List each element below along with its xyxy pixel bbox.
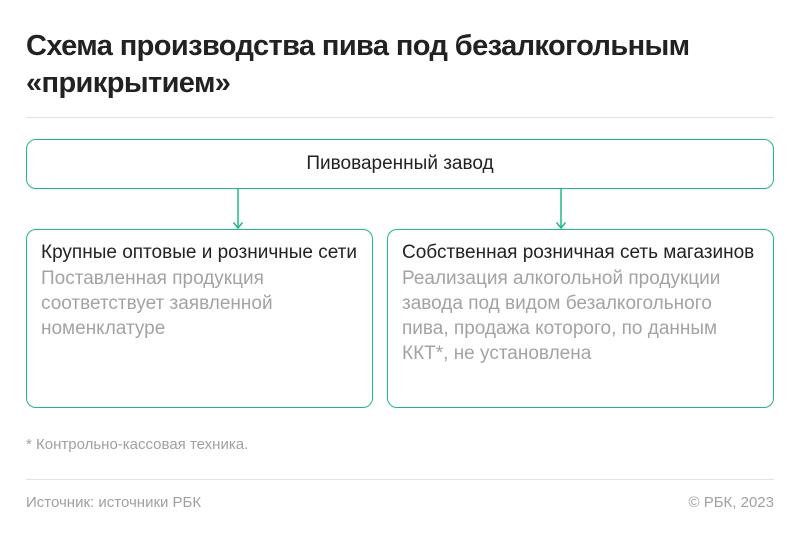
- arrow-down-icon: [232, 189, 244, 229]
- node-own-retail-network: Собственная розничная сеть магазинов Реа…: [387, 229, 774, 408]
- node-title: Крупные оптовые и розничные сети: [41, 242, 357, 263]
- divider-bottom: [26, 479, 774, 480]
- divider-top: [26, 117, 774, 118]
- copyright: © РБК, 2023: [688, 494, 774, 511]
- chart-title: Схема производства пива под безалкогольн…: [26, 30, 690, 99]
- source-note: Источник: источники РБК: [26, 494, 202, 511]
- footnote: * Контрольно-кассовая техника.: [26, 436, 249, 453]
- node-brewery: Пивоваренный завод: [26, 139, 774, 189]
- arrow-down-icon: [555, 189, 567, 229]
- node-brewery-label: Пивоваренный завод: [306, 153, 494, 174]
- node-description: Реализация алкогольной продукции завода …: [402, 268, 721, 364]
- node-title: Собственная розничная сеть магазинов: [402, 242, 755, 263]
- node-wholesale-retail-chains: Крупные оптовые и розничные сети Поставл…: [26, 229, 373, 408]
- node-description: Поставленная продукция соответствует зая…: [41, 268, 273, 339]
